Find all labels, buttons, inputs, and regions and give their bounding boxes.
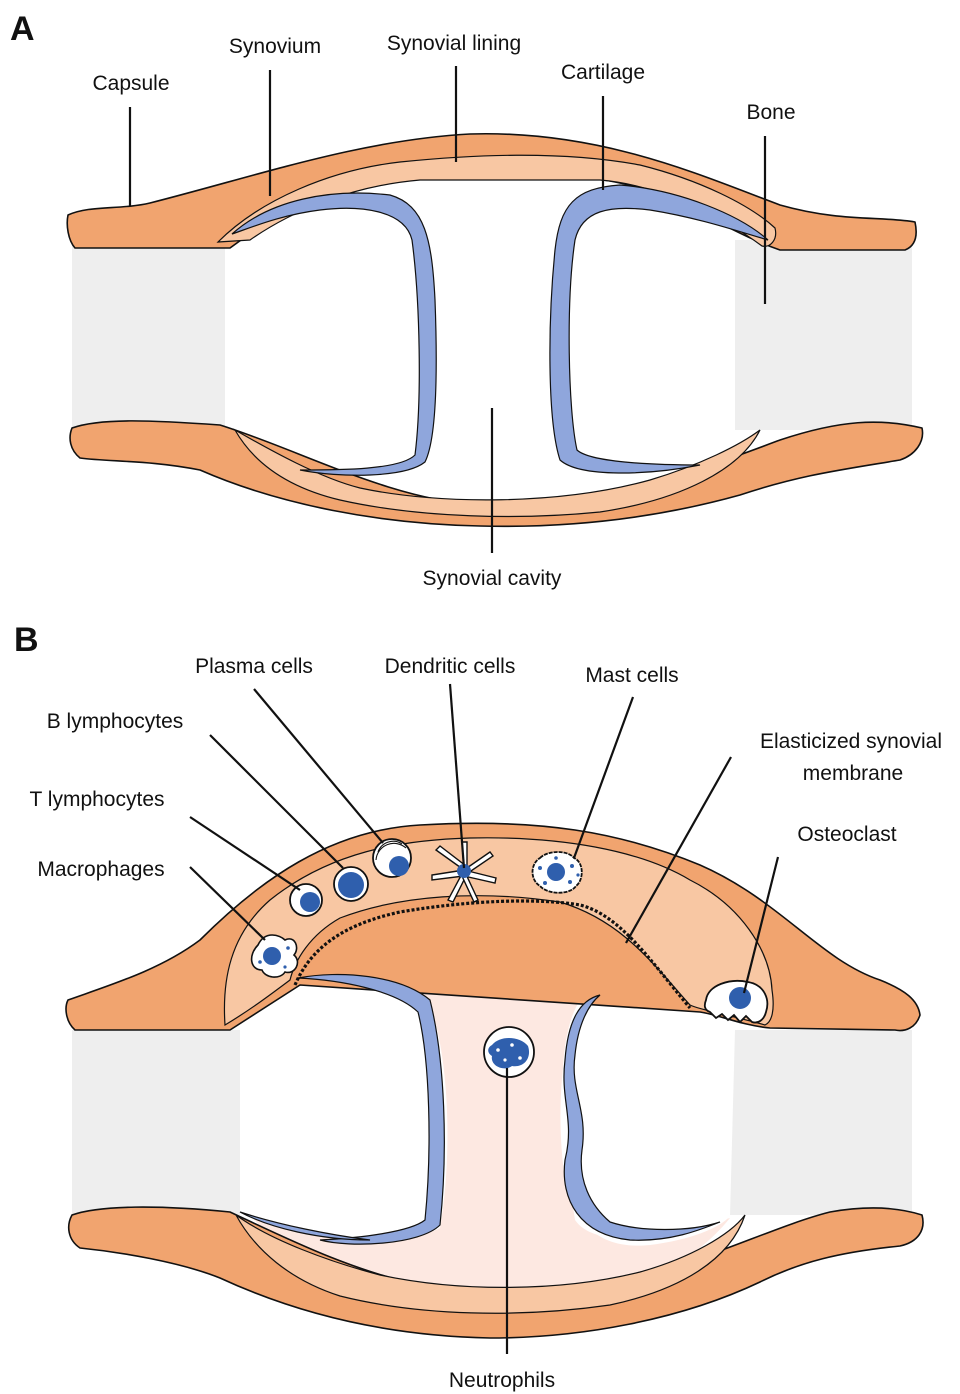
capsule-upper-a (67, 134, 916, 250)
leader-mast-cells (574, 697, 633, 858)
label-osteoclast: Osteoclast (797, 823, 896, 846)
label-elasticized-membrane-line1: Elasticized synovial (760, 730, 942, 753)
label-synovial-cavity: Synovial cavity (423, 567, 562, 590)
leader-b-lymphocytes (210, 735, 343, 868)
panel-a: A Capsule Synovium Synovial lining Carti… (10, 10, 923, 590)
label-plasma-cells: Plasma cells (195, 655, 313, 678)
label-elasticized-membrane-line2: membrane (803, 762, 903, 785)
t-lymphocyte-cell (290, 884, 322, 916)
bone-head-left-a (225, 204, 431, 468)
label-mast-cells: Mast cells (585, 664, 678, 687)
leader-t-lymphocytes (190, 817, 300, 890)
label-synovium: Synovium (229, 35, 321, 58)
bone-head-left-b (240, 977, 447, 1239)
b-lymphocyte-cell (334, 867, 368, 901)
neutrophil-cell (484, 1027, 534, 1077)
bone-head-right-a (552, 199, 735, 470)
panel-b: B Plasma cells Dendritic cells Mast cell… (14, 621, 942, 1392)
label-b-lymphocytes: B lymphocytes (47, 710, 184, 733)
label-t-lymphocytes: T lymphocytes (30, 788, 165, 811)
label-macrophages: Macrophages (37, 858, 164, 881)
label-capsule: Capsule (92, 72, 169, 95)
osteoclast-cell (705, 981, 767, 1023)
panel-a-letter: A (10, 10, 35, 48)
label-dendritic-cells: Dendritic cells (385, 655, 516, 678)
label-synovial-lining: Synovial lining (387, 32, 521, 55)
label-neutrophils: Neutrophils (449, 1369, 555, 1392)
leader-plasma-cells (254, 689, 383, 843)
label-cartilage: Cartilage (561, 61, 645, 84)
label-bone: Bone (746, 101, 795, 124)
panel-b-letter: B (14, 621, 39, 659)
plasma-cell (373, 839, 411, 877)
